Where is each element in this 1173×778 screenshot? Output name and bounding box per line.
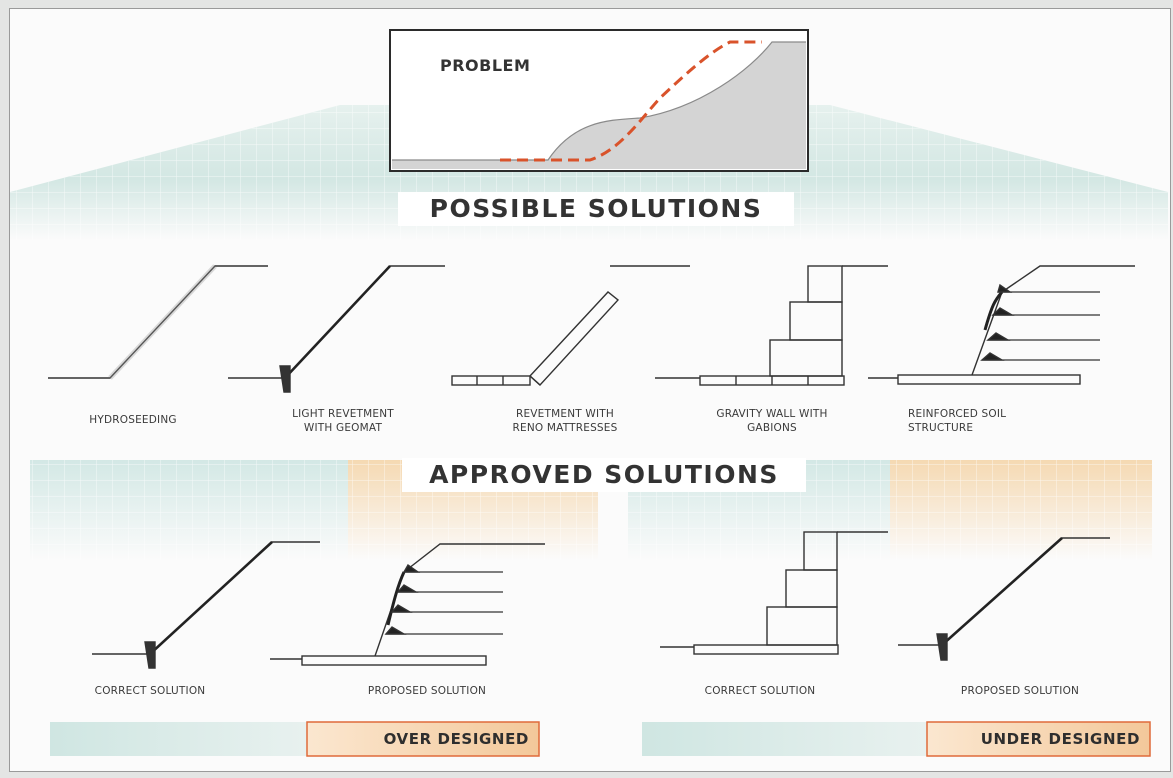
group-2-proposed-label: PROPOSED SOLUTION	[960, 685, 1080, 697]
reinforced-soil-sketch	[868, 265, 1135, 385]
possible-solution-label-4: GRAVITY WALL WITH GABIONS	[716, 408, 828, 434]
approved-solution-sketches	[92, 531, 1110, 669]
possible-solution-label-3: REVETMENT WITH RENO MATTRESSES	[512, 408, 618, 434]
possible-solutions-band	[10, 105, 1168, 240]
proposed-solution-2-sketch	[898, 537, 1110, 661]
possible-solution-sketches	[48, 264, 1135, 393]
hydroseeding-sketch	[48, 264, 268, 380]
group-1-correct-label: CORRECT SOLUTION	[94, 685, 206, 697]
verdict-under-designed: UNDER DESIGNED	[980, 730, 1140, 748]
proposed-solution-1-sketch	[270, 543, 545, 666]
problem-diagram	[389, 29, 809, 172]
possible-solution-label-2: LIGHT REVETMENT WITH GEOMAT	[292, 408, 394, 434]
problem-title: PROBLEM	[440, 56, 531, 75]
possible-solution-label-5: REINFORCED SOIL STRUCTURE	[908, 408, 1007, 434]
verdict-over-designed: OVER DESIGNED	[383, 730, 529, 748]
group-2-correct-label: CORRECT SOLUTION	[704, 685, 816, 697]
correct-solution-2-sketch	[660, 531, 888, 655]
possible-solutions-title: POSSIBLE SOLUTIONS	[398, 192, 794, 226]
group-1-proposed-label: PROPOSED SOLUTION	[367, 685, 487, 697]
reno-mattress-sketch	[451, 265, 690, 386]
gabion-wall-sketch	[655, 265, 888, 386]
correct-solution-1-sketch	[92, 541, 320, 669]
light-revetment-sketch	[228, 265, 445, 393]
verdict-bars	[50, 721, 1151, 757]
possible-solution-label-1: HYDROSEEDING	[89, 414, 177, 426]
approved-solutions-title: APPROVED SOLUTIONS	[402, 458, 806, 492]
